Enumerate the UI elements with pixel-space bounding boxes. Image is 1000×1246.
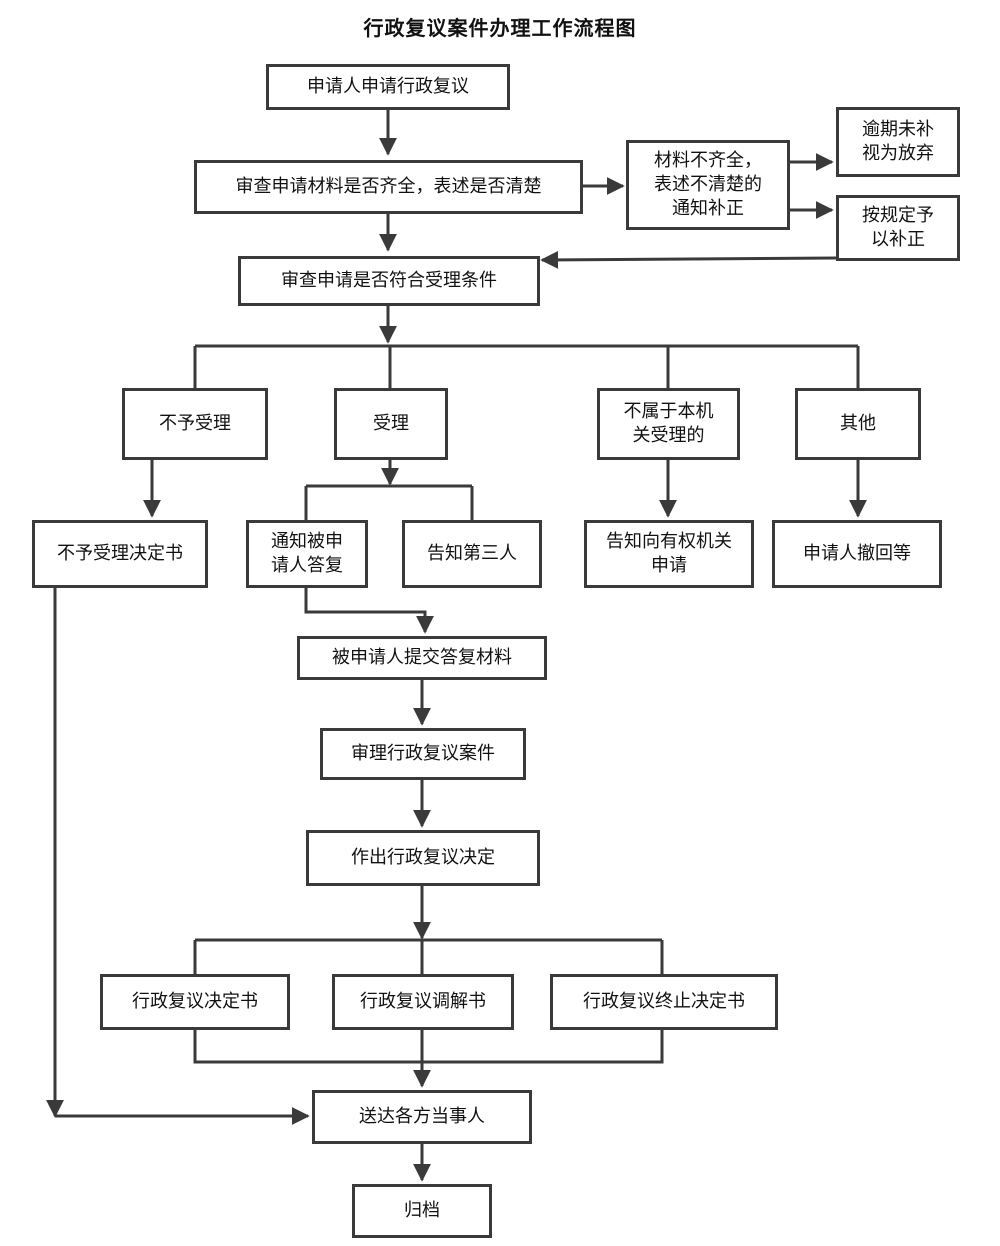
node-supplement: 按规定予 以补正 xyxy=(836,195,960,261)
node-review-conditions: 审查申请是否符合受理条件 xyxy=(238,256,540,306)
node-hear-case: 审理行政复议案件 xyxy=(320,728,526,780)
node-review-materials: 审查申请材料是否齐全，表述是否清楚 xyxy=(194,160,583,214)
node-rejection-decision: 不予受理决定书 xyxy=(32,520,208,588)
arrow-supplement-to-conditions xyxy=(540,250,837,269)
node-termination-doc: 行政复议终止决定书 xyxy=(550,974,778,1030)
node-accepted: 受理 xyxy=(334,388,448,460)
node-decision-doc: 行政复议决定书 xyxy=(100,974,290,1030)
node-withdraw: 申请人撤回等 xyxy=(772,520,942,588)
flowchart-title: 行政复议案件办理工作流程图 xyxy=(363,16,637,40)
node-mediation-doc: 行政复议调解书 xyxy=(332,974,514,1030)
node-inform-authority: 告知向有权机关 申请 xyxy=(584,520,754,588)
node-make-decision: 作出行政复议决定 xyxy=(306,830,540,886)
node-others: 其他 xyxy=(795,388,921,460)
arrow-notify-to-submit xyxy=(304,588,434,634)
node-incomplete: 材料不齐全， 表述不清楚的 通知补正 xyxy=(626,140,790,230)
node-respondent-submits: 被申请人提交答复材料 xyxy=(297,636,547,680)
node-not-this-agency: 不属于本机 关受理的 xyxy=(597,388,740,460)
node-notify-third-party: 告知第三人 xyxy=(402,520,542,588)
node-deliver: 送达各方当事人 xyxy=(312,1090,532,1144)
merge-left xyxy=(193,1030,664,1064)
node-notify-respondent: 通知被申 请人答复 xyxy=(246,520,368,588)
node-apply: 申请人申请行政复议 xyxy=(266,64,510,110)
node-overdue: 逾期未补 视为放弃 xyxy=(836,107,960,177)
node-not-accepted: 不予受理 xyxy=(122,388,268,460)
node-archive: 归档 xyxy=(352,1184,492,1238)
